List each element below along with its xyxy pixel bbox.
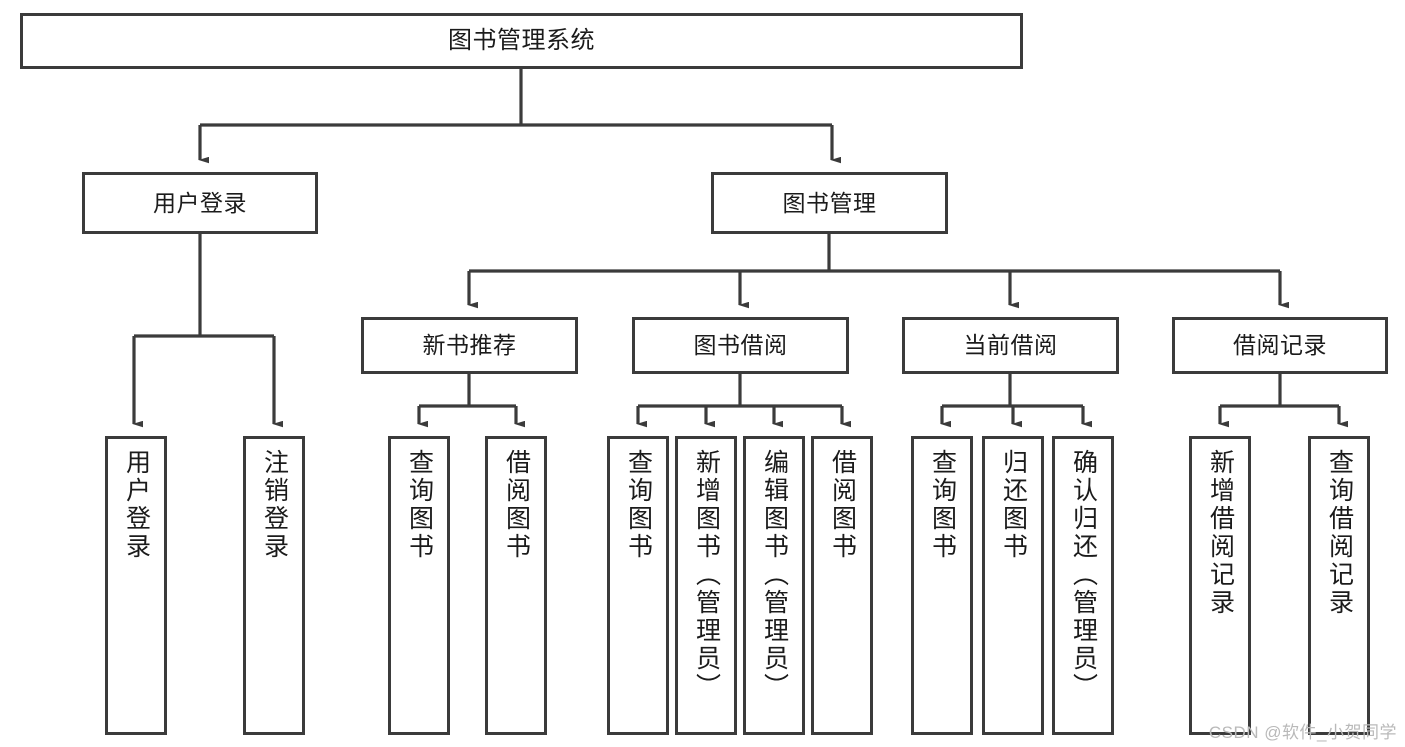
leaf-confirm-return-admin-label: 确认归还（管理员） bbox=[1069, 449, 1098, 701]
node-borrow-record[interactable]: 借阅记录 bbox=[1172, 317, 1388, 374]
node-root-label: 图书管理系统 bbox=[448, 27, 595, 55]
leaf-add-book-admin-label: 新增图书（管理员） bbox=[692, 449, 721, 701]
node-current-borrow-label: 当前借阅 bbox=[963, 332, 1058, 359]
node-book-borrow[interactable]: 图书借阅 bbox=[632, 317, 849, 374]
leaf-query-book-recommend[interactable]: 查询图书 bbox=[388, 436, 450, 735]
leaf-return-book-label: 归还图书 bbox=[999, 449, 1028, 561]
leaf-add-borrow-record-label: 新增借阅记录 bbox=[1206, 449, 1235, 617]
leaf-confirm-return-admin[interactable]: 确认归还（管理员） bbox=[1052, 436, 1114, 735]
leaf-borrow-book[interactable]: 借阅图书 bbox=[811, 436, 873, 735]
node-borrow-record-label: 借阅记录 bbox=[1233, 332, 1327, 359]
leaf-query-book-recommend-label: 查询图书 bbox=[405, 449, 434, 561]
node-user-login-label: 用户登录 bbox=[153, 189, 247, 216]
node-book-borrow-label: 图书借阅 bbox=[693, 332, 788, 359]
leaf-query-book-current[interactable]: 查询图书 bbox=[911, 436, 973, 735]
leaf-user-login[interactable]: 用户登录 bbox=[105, 436, 167, 735]
leaf-query-borrow-record-label: 查询借阅记录 bbox=[1325, 449, 1354, 617]
leaf-query-borrow-record[interactable]: 查询借阅记录 bbox=[1308, 436, 1370, 735]
leaf-edit-book-admin-label: 编辑图书（管理员） bbox=[760, 449, 789, 701]
leaf-return-book[interactable]: 归还图书 bbox=[982, 436, 1044, 735]
leaf-query-book-borrow-label: 查询图书 bbox=[624, 449, 653, 561]
node-new-book-recommend-label: 新书推荐 bbox=[422, 332, 517, 359]
leaf-add-borrow-record[interactable]: 新增借阅记录 bbox=[1189, 436, 1251, 735]
node-book-management-label: 图书管理 bbox=[782, 189, 877, 216]
leaf-user-login-label: 用户登录 bbox=[122, 449, 151, 561]
leaf-borrow-book-recommend-label: 借阅图书 bbox=[502, 449, 531, 561]
leaf-add-book-admin[interactable]: 新增图书（管理员） bbox=[675, 436, 737, 735]
leaf-logout[interactable]: 注销登录 bbox=[243, 436, 305, 735]
leaf-query-book-borrow[interactable]: 查询图书 bbox=[607, 436, 669, 735]
node-book-management[interactable]: 图书管理 bbox=[711, 172, 948, 234]
leaf-edit-book-admin[interactable]: 编辑图书（管理员） bbox=[743, 436, 805, 735]
node-new-book-recommend[interactable]: 新书推荐 bbox=[361, 317, 578, 374]
node-current-borrow[interactable]: 当前借阅 bbox=[902, 317, 1119, 374]
node-root[interactable]: 图书管理系统 bbox=[20, 13, 1023, 69]
leaf-logout-label: 注销登录 bbox=[260, 449, 289, 561]
leaf-borrow-book-recommend[interactable]: 借阅图书 bbox=[485, 436, 547, 735]
leaf-query-book-current-label: 查询图书 bbox=[928, 449, 957, 561]
csdn-watermark: CSDN @软件_小贺同学 bbox=[1208, 723, 1397, 742]
node-user-login[interactable]: 用户登录 bbox=[82, 172, 318, 234]
leaf-borrow-book-label: 借阅图书 bbox=[828, 449, 857, 561]
